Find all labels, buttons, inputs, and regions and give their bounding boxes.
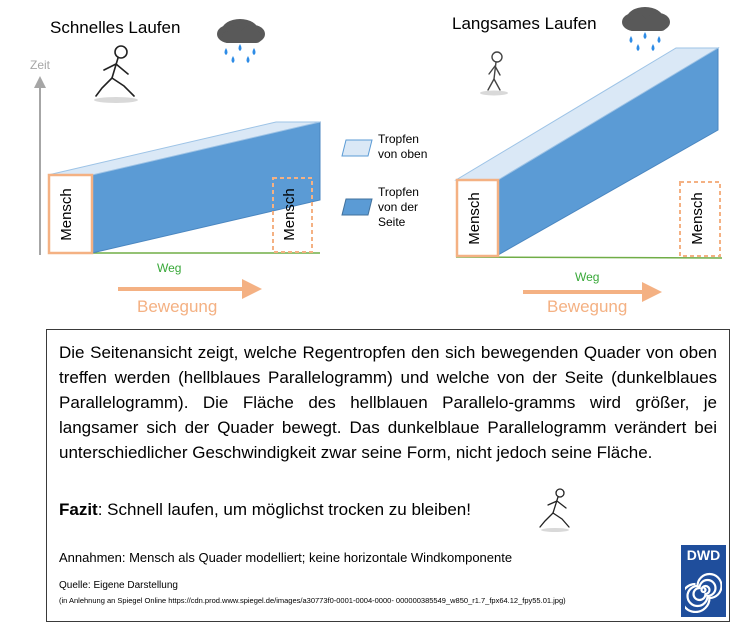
- rain-cloud-icon-right: [622, 7, 670, 51]
- legend-side-line-1: Tropfen: [378, 185, 419, 200]
- legend-side-drops: Tropfen von der Seite: [378, 185, 419, 230]
- mensch-label-right: Mensch: [466, 192, 483, 245]
- source-text: Quelle: Eigene Darstellung: [59, 580, 178, 591]
- walking-person-icon-right: [480, 52, 508, 96]
- weg-label-left: Weg: [157, 261, 181, 275]
- explanation-box: Die Seitenansicht zeigt, welche Regentro…: [46, 329, 730, 622]
- weg-label-right: Weg: [575, 270, 599, 284]
- running-person-icon-small: [535, 487, 575, 535]
- dwd-swirl-icon: [685, 567, 722, 613]
- legend-side-line-2: von der: [378, 200, 419, 215]
- legend-top-drops: Tropfen von oben: [378, 132, 427, 162]
- mensch-label-right-end: Mensch: [689, 192, 706, 245]
- mensch-label-left: Mensch: [58, 188, 75, 241]
- scene-graphics: [0, 0, 742, 330]
- assumptions-text: Annahmen: Mensch als Quader modelliert; …: [59, 550, 512, 565]
- dwd-logo: DWD: [681, 545, 726, 617]
- right-title: Langsames Laufen: [452, 14, 597, 34]
- movement-label-right: Bewegung: [547, 297, 627, 317]
- dwd-logo-text: DWD: [681, 547, 726, 563]
- mensch-label-left-end: Mensch: [281, 188, 298, 241]
- explanation-paragraph: Die Seitenansicht zeigt, welche Regentro…: [59, 340, 717, 465]
- legend-swatch-top-drops: [342, 140, 372, 156]
- rain-cloud-icon-left: [217, 19, 265, 63]
- legend-top-line-2: von oben: [378, 147, 427, 162]
- running-person-icon-left: [94, 46, 138, 103]
- legend-swatch-side-drops: [342, 199, 372, 215]
- legend-top-line-1: Tropfen: [378, 132, 427, 147]
- conclusion-text: : Schnell laufen, um möglichst trocken z…: [98, 500, 471, 519]
- source-detail-text: (in Anlehnung an Spiegel Online https://…: [59, 596, 566, 605]
- legend-side-line-3: Seite: [378, 215, 419, 230]
- conclusion: Fazit: Schnell laufen, um möglichst troc…: [59, 500, 471, 520]
- movement-label-left: Bewegung: [137, 297, 217, 317]
- conclusion-label: Fazit: [59, 500, 98, 519]
